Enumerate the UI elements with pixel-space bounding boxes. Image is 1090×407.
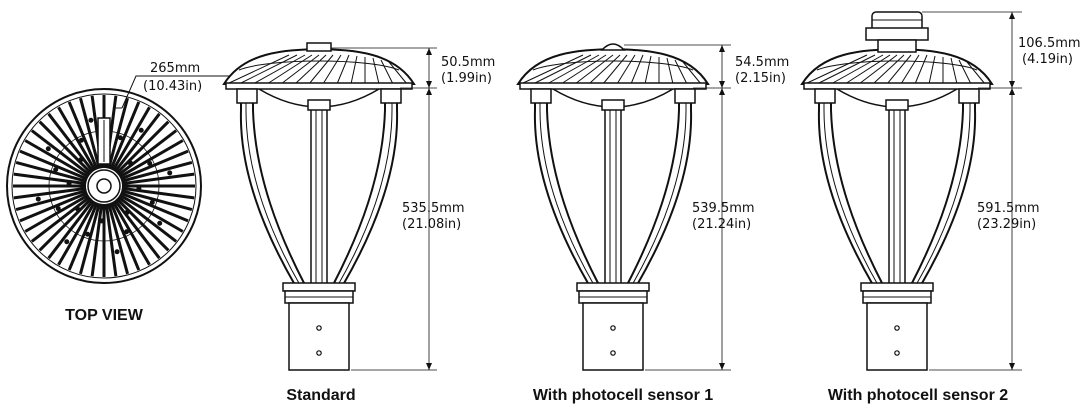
top-view-hole <box>157 220 163 226</box>
top-view-hole <box>117 135 123 141</box>
top-view-fin <box>78 202 101 275</box>
top-view-hole <box>35 196 41 202</box>
top-view-fin <box>15 160 88 183</box>
top-view-fin <box>19 191 88 223</box>
fixture-standard: 50.5mm (1.99in) 535.5mm (21.08in) Standa… <box>223 42 495 404</box>
top-view-fin <box>67 202 99 271</box>
top-view-fin <box>117 195 178 243</box>
top-view-hole <box>45 146 51 152</box>
fixture-photocell-sensor-1: 54.5mm (2.15in) 539.5mm (21.24in) With p… <box>517 43 789 404</box>
top-view-fins <box>13 95 195 277</box>
top-view-fin <box>57 200 97 266</box>
top-view-fin <box>120 149 189 181</box>
top-view-fin <box>47 199 95 260</box>
top-view-fin <box>121 172 195 186</box>
top-view-hole <box>99 218 105 224</box>
sensor-1-body-height-mm: 539.5mm <box>692 201 755 216</box>
top-view-leader <box>121 75 240 109</box>
top-view-hole <box>124 229 130 235</box>
standard-caption: Standard <box>286 387 355 404</box>
standard-cap-height-mm: 50.5mm <box>441 55 495 70</box>
top-view-fin <box>111 200 151 266</box>
top-view-fin <box>107 202 130 275</box>
top-view-hole <box>85 231 91 237</box>
top-view-fin <box>104 203 118 277</box>
sensor-1-body-height-in: (21.24in) <box>692 217 751 232</box>
photocell-sensor-2-module <box>865 11 929 53</box>
top-view-hole <box>114 249 120 255</box>
top-view-hole <box>124 209 130 215</box>
top-view-fin <box>78 97 101 170</box>
top-view-hole <box>167 170 173 176</box>
top-view-hole <box>53 167 59 173</box>
top-view-diameter-in: (10.43in) <box>143 79 202 94</box>
top-view-fin <box>120 189 193 212</box>
standard-body-height-mm: 535.5mm <box>402 201 465 216</box>
top-view-fin <box>115 197 170 252</box>
sensor-2-caption: With photocell sensor 2 <box>828 387 1008 404</box>
standard-cap-height-in: (1.99in) <box>441 71 492 86</box>
top-view-fin <box>19 149 88 181</box>
photocell-sensor-1-dome <box>600 43 626 51</box>
top-view-diameter-mm: 265mm <box>150 61 200 76</box>
top-view-fin <box>117 129 178 177</box>
top-view-hole <box>88 117 94 123</box>
top-view-fin <box>109 101 141 170</box>
top-view-center <box>96 178 112 194</box>
sensor-2-body-height-mm: 591.5mm <box>977 201 1040 216</box>
top-view-caption: TOP VIEW <box>65 307 144 324</box>
fixture-photocell-sensor-2: 106.5mm (4.19in) 591.5mm (23.29in) With … <box>801 11 1081 404</box>
sensor-1-cap-height-in: (2.15in) <box>735 71 786 86</box>
top-view-fin <box>15 189 88 212</box>
top-view-fin <box>118 139 184 179</box>
standard-top-cap <box>306 42 332 52</box>
top-view-hole <box>127 160 133 166</box>
top-view-hole <box>78 157 84 163</box>
top-view-fin <box>111 106 151 172</box>
top-view-inner-rim <box>11 93 197 279</box>
top-view-hole <box>64 239 70 245</box>
top-view-fin <box>113 199 161 260</box>
sensor-1-cap-height-mm: 54.5mm <box>735 55 789 70</box>
top-view-fin <box>57 106 97 172</box>
sensor-2-body-height-in: (23.29in) <box>977 217 1036 232</box>
top-view-fin <box>47 112 95 173</box>
top-view-fin <box>24 193 90 233</box>
top-view-fin <box>107 97 130 170</box>
top-view-fin <box>13 172 87 186</box>
top-view-fin <box>120 191 189 223</box>
top-view-fin <box>113 112 161 173</box>
top-view-hole <box>147 160 153 166</box>
top-view-fin <box>118 193 184 233</box>
top-view: 265mm (10.43in) TOP VIEW <box>6 61 240 324</box>
sensor-2-cap-height-mm: 106.5mm <box>1018 36 1081 51</box>
top-view-hole <box>55 206 61 212</box>
top-view-fin <box>13 186 87 200</box>
top-view-fin <box>120 160 193 183</box>
top-view-fin <box>30 195 91 243</box>
top-view-hole <box>75 206 81 212</box>
sensor-2-cap-height-in: (4.19in) <box>1022 52 1073 67</box>
top-view-hole <box>66 181 72 187</box>
top-view-hole <box>149 199 155 205</box>
top-view-fin <box>24 139 90 179</box>
standard-body-height-in: (21.08in) <box>402 217 461 232</box>
top-view-fin <box>121 186 195 200</box>
top-view-fin <box>115 120 170 175</box>
top-view-fin <box>30 129 91 177</box>
top-view-hole <box>136 185 142 191</box>
sensor-1-caption: With photocell sensor 1 <box>533 387 713 404</box>
top-view-fin <box>38 197 93 252</box>
top-view-fin <box>109 202 141 271</box>
top-view-fin <box>38 120 93 175</box>
top-view-fin <box>67 101 99 170</box>
top-view-hole <box>138 127 144 133</box>
top-view-hole <box>78 137 84 143</box>
top-view-fin <box>90 203 104 277</box>
